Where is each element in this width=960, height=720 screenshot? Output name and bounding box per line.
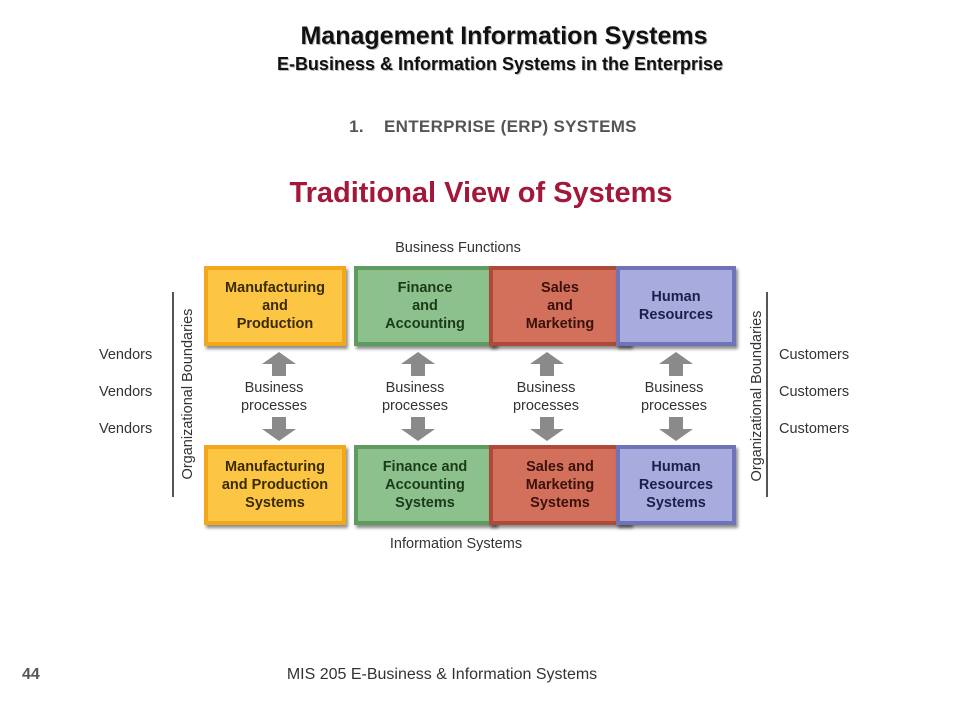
header-subtitle: E-Business & Information Systems in the … — [276, 54, 724, 74]
customer-label: Customers — [779, 384, 850, 400]
function-box-manufacturing: Manufacturing and Production — [204, 266, 346, 346]
system-box-sales: Sales and Marketing Systems — [489, 445, 631, 525]
function-box-label: Finance and Accounting — [358, 270, 492, 342]
business-processes-label: Business processes — [640, 380, 708, 414]
vendor-label: Vendors — [99, 347, 153, 363]
vendor-label: Vendors — [99, 384, 153, 400]
left-boundary-line — [172, 292, 174, 497]
system-box-label: Manufacturing and Production Systems — [208, 449, 342, 521]
system-box-hr: Human Resources Systems — [616, 445, 736, 525]
up-arrow-icon — [659, 352, 693, 376]
vendor-label: Vendors — [99, 421, 153, 437]
up-arrow-icon — [401, 352, 435, 376]
system-box-manufacturing: Manufacturing and Production Systems — [204, 445, 346, 525]
section-heading: 1. ENTERPRISE (ERP) SYSTEMS — [349, 117, 637, 136]
information-systems-label: Information Systems — [389, 536, 523, 552]
system-box-label: Sales and Marketing Systems — [493, 449, 627, 521]
system-box-finance: Finance and Accounting Systems — [354, 445, 496, 525]
function-box-label: Manufacturing and Production — [208, 270, 342, 342]
system-box-label: Human Resources Systems — [620, 449, 732, 521]
function-box-label: Sales and Marketing — [493, 270, 627, 342]
business-processes-label: Business processes — [512, 380, 580, 414]
down-arrow-icon — [401, 417, 435, 441]
right-boundary-line — [766, 292, 768, 497]
footer-course: MIS 205 E-Business & Information Systems — [286, 666, 598, 683]
function-box-sales: Sales and Marketing — [489, 266, 631, 346]
function-box-finance: Finance and Accounting — [354, 266, 496, 346]
business-processes-label: Business processes — [381, 380, 449, 414]
customer-label: Customers — [779, 347, 850, 363]
function-box-label: Human Resources — [620, 270, 732, 342]
page-number: 44 — [22, 666, 40, 683]
business-processes-label: Business processes — [240, 380, 308, 414]
slide-title: Traditional View of Systems — [289, 177, 673, 209]
business-functions-label: Business Functions — [395, 240, 521, 256]
down-arrow-icon — [530, 417, 564, 441]
system-box-label: Finance and Accounting Systems — [358, 449, 492, 521]
up-arrow-icon — [530, 352, 564, 376]
customer-label: Customers — [779, 421, 850, 437]
right-boundary-label: Organizational Boundaries — [749, 310, 765, 482]
down-arrow-icon — [659, 417, 693, 441]
left-boundary-label: Organizational Boundaries — [180, 308, 196, 480]
header-title: Management Information Systems — [300, 22, 708, 50]
up-arrow-icon — [262, 352, 296, 376]
function-box-hr: Human Resources — [616, 266, 736, 346]
down-arrow-icon — [262, 417, 296, 441]
